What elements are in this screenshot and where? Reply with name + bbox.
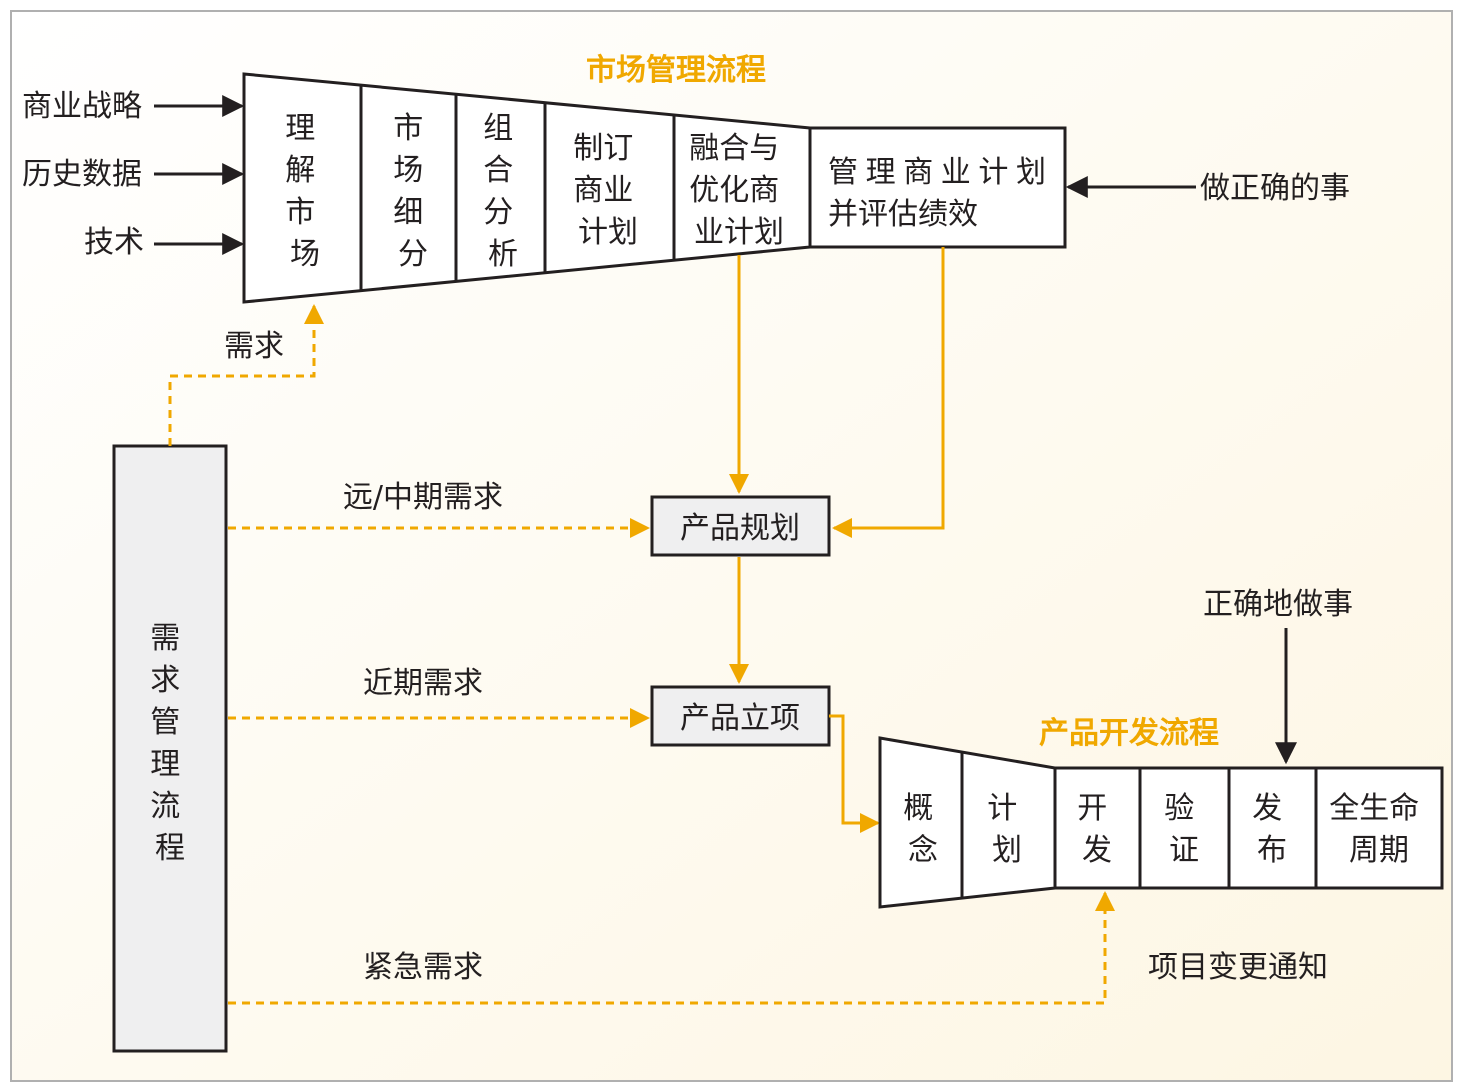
demand-process-label: 需 求 管 理 流 程 [150,621,190,866]
demand-to-market-arrow [168,304,324,446]
change-notice-label: 项目变更通知 [1148,950,1328,985]
product-planning-label: 产品规划 [680,511,800,546]
product-initiation-label: 产品立项 [680,701,800,736]
dev-stage-release: 发 布 [1252,791,1292,868]
market-inputs: 商业战略 历史数据 技术 [22,89,245,260]
market-funnel: 理 解 市 场 市 场 细 分 组 合 分 析 制订 商业 计划 融合与 优化商… [242,72,812,304]
input-label-technology: 技术 [84,225,144,260]
product-planning-rect [650,495,831,557]
urgent-demand-label: 紧急需求 [363,950,483,985]
near-term-demand-label: 近期需求 [363,666,483,701]
market-stage-understand: 理 解 市 场 [285,111,325,272]
manage-to-planning-arrow [832,247,945,538]
dev-stage-verify: 验 证 [1164,791,1204,868]
long-term-demand-label: 远/中期需求 [343,480,503,515]
input-label-strategy: 商业战略 [22,89,142,124]
initiation-to-development-arrow [829,714,880,833]
right-thing-label: 做正确的事 [1200,171,1350,206]
dev-stage-concept: 概 念 [903,791,943,868]
manage-plan-rect [808,126,1067,249]
dev-stage-develop: 开 发 [1077,791,1117,868]
development-process-title: 产品开发流程 [1039,716,1219,751]
input-label-history: 历史数据 [22,157,142,192]
product-planning-box: 产品规划 [650,495,831,557]
market-stage-portfolio: 组 合 分 析 [483,111,523,272]
development-stages-rect [1053,766,1444,890]
product-initiation-box: 产品立项 [650,685,831,747]
demand-process-bar: 需 求 管 理 流 程 [112,444,228,1053]
market-stage-optimize: 融合与 优化商 业计划 [689,131,789,250]
demand-process-rect [112,444,228,1053]
dev-stage-plan: 计 划 [987,791,1027,868]
dev-stage-lifecycle: 全生命 周期 [1329,791,1429,868]
demand-to-market-label: 需求 [224,329,284,364]
market-process-title: 市场管理流程 [586,53,766,88]
market-stage-segment: 市 场 细 分 [393,111,433,272]
market-stage-business-plan: 制订 商业 计划 [573,131,643,250]
development-funnel: 概 念 计 划 开 发 验 证 发 布 全生命 周期 [878,736,1444,909]
product-initiation-rect [650,685,831,747]
manage-plan-box: 管理商业计划 并评估绩效 [808,126,1067,249]
do-things-right-label: 正确地做事 [1203,587,1353,622]
